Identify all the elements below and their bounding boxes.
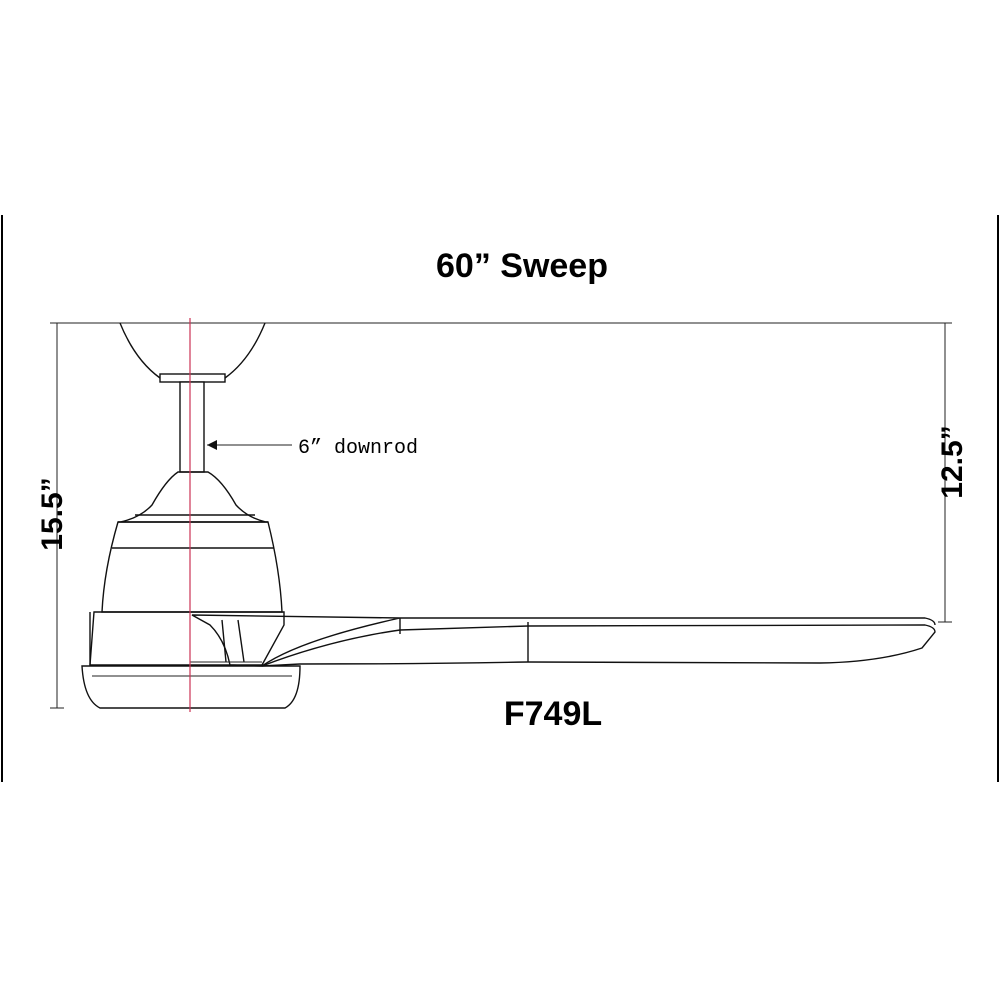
sweep-label: 60” Sweep <box>436 247 608 285</box>
blade-height-dimension <box>938 322 952 623</box>
canopy <box>119 322 266 379</box>
model-label: F749L <box>504 695 602 733</box>
downrod <box>179 381 205 473</box>
motor-housing-top <box>118 471 268 523</box>
overall-height-dimension <box>50 322 64 709</box>
blade-top-edge <box>400 617 936 626</box>
canopy-collar <box>159 373 226 383</box>
switch-housing <box>89 611 285 666</box>
blade-iron <box>191 614 401 667</box>
blade-iron-edge-2 <box>237 619 245 663</box>
light-kit <box>81 665 301 709</box>
motor-housing-body <box>101 521 283 613</box>
blade-iron-edge-1 <box>221 619 227 663</box>
downrod-label: 6” downrod <box>298 437 418 460</box>
overall-height-label: 15.5” <box>36 477 69 550</box>
blade-height-label: 12.5” <box>936 425 969 498</box>
downrod-pointer <box>207 440 292 450</box>
fan-blade <box>261 624 936 667</box>
